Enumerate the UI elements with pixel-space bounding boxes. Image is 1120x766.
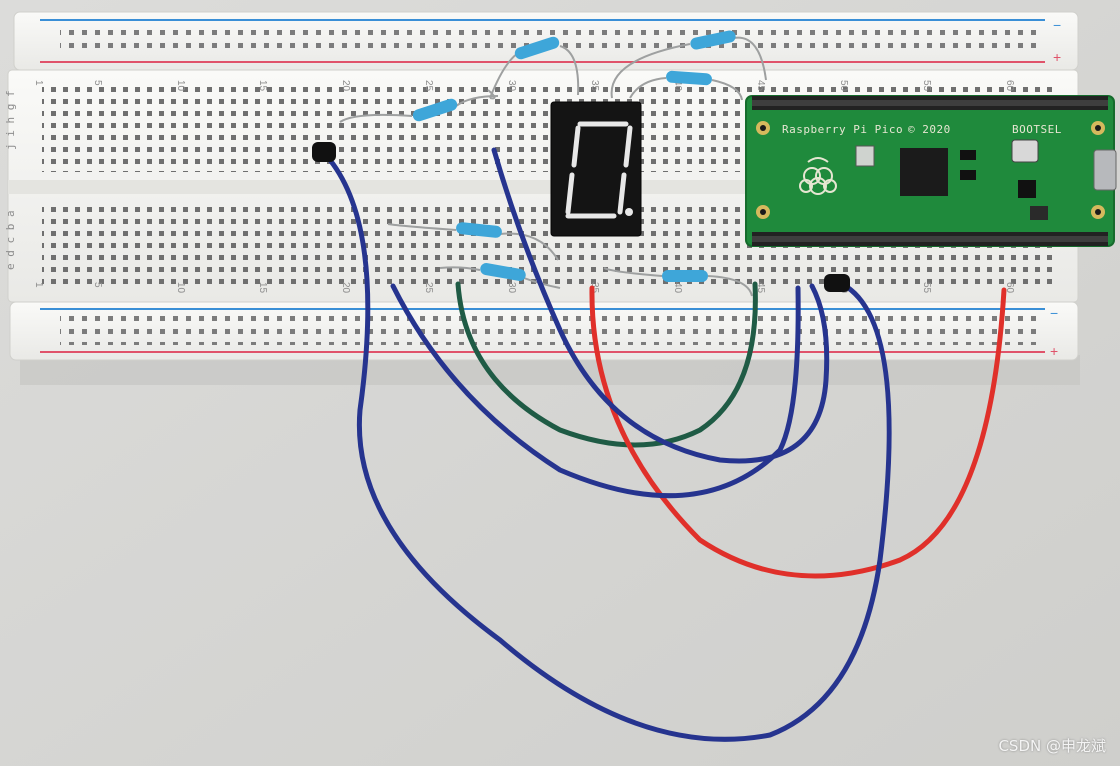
col-num-bottom: 60 <box>1004 282 1015 294</box>
segment-b <box>623 125 633 168</box>
segment-e <box>565 172 575 215</box>
rail-sign-plus-top: + <box>1053 49 1061 65</box>
smd-component <box>960 150 976 160</box>
segment-c <box>617 172 627 215</box>
col-num-bottom: 35 <box>589 282 600 294</box>
pico-year-text: © 2020 <box>908 123 951 136</box>
jumper-wires <box>312 142 1007 742</box>
resistor-lead <box>610 36 767 99</box>
col-num-top: 15 <box>257 80 268 92</box>
column-numbers-top: 1 5 10 15 20 25 30 35 40 45 50 55 60 <box>33 80 1015 92</box>
resistor <box>456 222 502 238</box>
resistor-lead <box>387 223 559 261</box>
wire-connector <box>312 142 336 162</box>
col-num-bottom: 40 <box>672 282 683 294</box>
resistor-lead <box>339 95 499 123</box>
crystal <box>855 145 875 167</box>
resistor-lead <box>629 77 743 101</box>
col-num-top: 45 <box>755 80 766 92</box>
resistor <box>480 263 526 281</box>
seven-segment-display <box>550 101 642 237</box>
wire-red <box>589 285 1007 579</box>
col-num-bottom: 20 <box>340 282 351 294</box>
col-num-bottom: 5 <box>92 282 103 288</box>
col-num-top: 35 <box>589 80 600 92</box>
smd-component <box>960 170 976 180</box>
rp2040-chip <box>900 148 948 196</box>
col-num-bottom: 55 <box>921 282 932 294</box>
col-num-top: 1 <box>33 80 44 86</box>
inductor <box>1030 206 1048 220</box>
resistor <box>514 36 560 60</box>
wire-green <box>455 281 758 448</box>
pico-header-top <box>752 96 1108 110</box>
col-num-top: 10 <box>175 80 186 92</box>
regulator <box>1018 180 1036 198</box>
col-num-top: 55 <box>921 80 932 92</box>
wire-connector <box>824 274 850 292</box>
pico-header-bottom <box>752 232 1108 246</box>
resistor <box>690 30 736 50</box>
col-num-bottom: 45 <box>755 282 766 294</box>
col-num-bottom: 30 <box>506 282 517 294</box>
col-num-top: 5 <box>92 80 103 86</box>
watermark: CSDN @申龙斌 <box>998 737 1106 755</box>
col-num-top: 50 <box>838 80 849 92</box>
col-num-top: 25 <box>423 80 434 92</box>
col-num-top: 60 <box>1004 80 1015 92</box>
bottom-power-rail: − + <box>9 301 1079 361</box>
col-num-bottom: 10 <box>175 282 186 294</box>
col-num-bottom: 15 <box>257 282 268 294</box>
col-num-bottom: 25 <box>423 282 434 294</box>
pico-bootsel-text: BOOTSEL <box>1012 123 1062 136</box>
rail-sign-minus-top: − <box>1053 17 1061 33</box>
col-num-top: 30 <box>506 80 517 92</box>
raspberry-logo-icon <box>799 157 837 195</box>
col-num-top: 20 <box>340 80 351 92</box>
raspberry-pi-pico: Raspberry Pi Pico © 2020 BOOTSEL <box>745 95 1117 247</box>
col-num-bottom: 1 <box>33 282 44 288</box>
resistor <box>662 270 708 282</box>
row-letters-bottom: e d c b a <box>4 210 17 270</box>
rail-holes <box>60 315 1040 345</box>
decimal-point <box>625 208 633 216</box>
resistor <box>666 70 712 86</box>
bootsel-button <box>1011 139 1039 163</box>
resistor-lead <box>603 267 753 297</box>
rail-sign-plus-bottom: + <box>1050 343 1058 359</box>
segment-f <box>571 125 581 168</box>
micro-usb-port-icon <box>1093 149 1117 191</box>
pico-board-text: Raspberry Pi Pico <box>782 123 903 136</box>
col-num-top: 40 <box>672 80 683 92</box>
wire-blue <box>491 147 830 464</box>
wire-blue <box>390 283 801 499</box>
resistor <box>412 98 458 122</box>
wire-blue-long <box>327 157 892 742</box>
resistors <box>339 30 767 297</box>
row-letters-top: j i h g f <box>4 90 17 150</box>
rail-sign-minus-bottom: − <box>1050 305 1058 321</box>
